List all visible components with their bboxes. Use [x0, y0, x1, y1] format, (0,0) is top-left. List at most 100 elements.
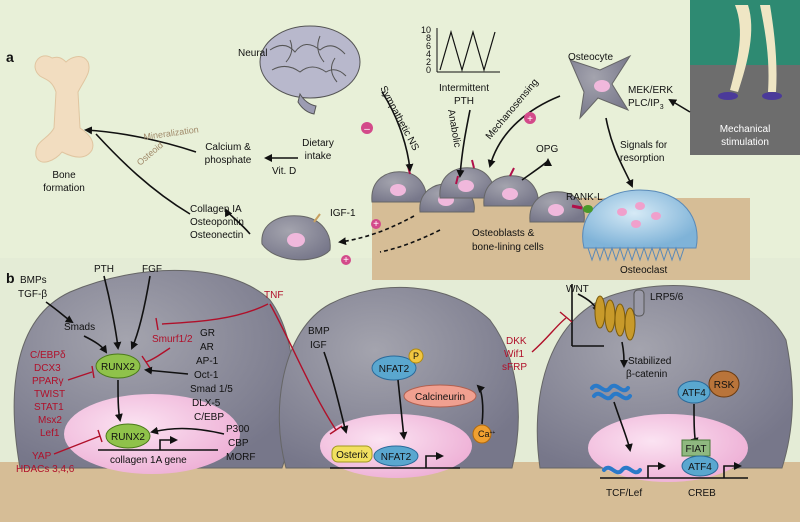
brain-icon — [259, 25, 361, 115]
panel-a-label: a — [6, 49, 14, 65]
inhibitors-list: DKK Wif1 sFRP — [502, 336, 527, 373]
mechanical-to-osteocyte-arrow — [668, 98, 691, 113]
beta-catenin-icon — [590, 383, 632, 401]
tick-2: 2 — [426, 57, 431, 67]
wnt-label: WNT — [566, 284, 589, 295]
shoe-icon — [718, 92, 738, 100]
wnt-inhibit — [531, 311, 573, 353]
fiat-label: FIAT — [686, 444, 707, 455]
plus-badge — [524, 112, 536, 124]
tick-4: 4 — [426, 49, 431, 59]
repressor-1: DCX3 — [34, 363, 61, 374]
stabilized-label-1: Stabilized — [628, 356, 671, 367]
creb-label: CREB — [688, 488, 716, 499]
hdacs-label: HDACs 3,4,6 — [16, 464, 75, 475]
intermittent-label: Intermittent — [439, 83, 489, 94]
minus-badge — [361, 122, 373, 134]
calcineurin-label: Calcineurin — [415, 392, 465, 403]
anabolic-arrow — [456, 109, 471, 178]
activator-2: AP-1 — [196, 356, 219, 367]
tick-6: 6 — [426, 41, 431, 51]
tick-8: 8 — [426, 33, 431, 43]
nfat2-nuclear-arrow — [397, 379, 408, 440]
phosphate-badge — [408, 348, 424, 364]
osteocyte-label: Osteocyte — [568, 52, 613, 63]
activator-0: GR — [200, 328, 215, 339]
atf4-label: ATF4 — [682, 388, 706, 399]
repressor-4: STAT1 — [34, 402, 64, 413]
osteoblasts-label-2: bone-lining cells — [472, 242, 544, 253]
osteonectin-label: Osteonectin — [190, 230, 243, 241]
activators-list: GR AR AP-1 Oct-1 Smad 1/5 DLX-5 C/EBP — [190, 328, 233, 423]
ca-label: Ca++ — [478, 429, 495, 439]
activator-5: DLX-5 — [192, 398, 221, 409]
fgf-label: FGF — [142, 264, 162, 275]
signals-label-1: Signals for — [620, 140, 668, 151]
bone-formation-label-1: Bone — [52, 170, 76, 181]
tnf-label: TNF — [264, 290, 283, 301]
transcription-arrow-3b — [723, 462, 742, 478]
igf-dashed-arrow-2 — [379, 229, 441, 253]
dietary-label-1: Dietary — [302, 138, 334, 149]
mechanosensing-arrow — [487, 95, 561, 168]
nfat2-nuc-label: NFAT2 — [381, 452, 412, 463]
osteoblast-row — [371, 159, 593, 223]
opg-arrow — [521, 158, 552, 181]
coactivator-0: P300 — [226, 424, 250, 435]
transcription-arrow-2 — [425, 452, 444, 468]
mineralization-arrow — [84, 126, 197, 153]
yap-inhibit — [53, 429, 103, 455]
activator-3: Oct-1 — [194, 370, 219, 381]
plus-sign: + — [527, 114, 533, 125]
dkk-label: DKK — [506, 336, 527, 347]
repressor-inhibit — [67, 365, 95, 381]
repressors-list: C/EBPδ DCX3 PPARγ TWIST STAT1 Msx2 Lef1 — [30, 350, 66, 439]
nfat2-nuclear-protein — [373, 445, 419, 467]
runx2-protein — [95, 353, 141, 379]
plc-label: PLC/IP3 — [628, 98, 664, 111]
opg-label: OPG — [536, 144, 558, 155]
runx2-label: RUNX2 — [101, 362, 135, 373]
rsk-protein — [708, 370, 740, 398]
p-label: P — [413, 351, 419, 361]
intermittent-pth-graph: 10 8 6 4 2 0 — [421, 25, 500, 75]
osteoprogenitor-cell — [261, 213, 331, 261]
calcium-label-2: phosphate — [205, 155, 252, 166]
igf-label: IGF — [310, 340, 327, 351]
cell-3 — [536, 285, 793, 469]
sympathetic-arrow — [381, 91, 414, 172]
calcium-label-1: Calcium & — [205, 142, 251, 153]
osteoid-curve — [95, 133, 191, 215]
wif-label: Wif1 — [504, 349, 524, 360]
pth-label-a: PTH — [454, 96, 474, 107]
bmps-label: BMPs — [20, 275, 47, 286]
calcineurin-protein — [403, 384, 477, 408]
activators-arrow — [144, 366, 189, 375]
fgf-arrow — [130, 275, 151, 350]
repressor-6: Lef1 — [40, 428, 60, 439]
osterix-protein — [331, 445, 373, 463]
igf-dashed-arrow-1 — [338, 215, 415, 246]
activator-6: C/EBP — [194, 412, 224, 423]
collagen-gene-label: collagen 1A gene — [110, 455, 187, 466]
rankl-label: RANK-L — [566, 192, 603, 203]
plus-badge-igf-2 — [341, 255, 351, 265]
bmps-arrow — [45, 301, 74, 324]
activator-4: Smad 1/5 — [190, 384, 233, 395]
minus-sign: – — [364, 124, 370, 135]
tgfb-label: TGF-β — [18, 289, 47, 300]
neural-label: Neural — [238, 48, 267, 59]
runx2-nuclear-protein — [105, 423, 151, 449]
panel-b-label: b — [6, 270, 15, 286]
igf1-label: IGF-1 — [330, 208, 356, 219]
repressor-3: TWIST — [34, 389, 65, 400]
coactivators-list: P300 CBP MORF — [226, 424, 255, 463]
osteocyte-cell — [569, 54, 632, 120]
repressor-5: Msx2 — [38, 415, 62, 426]
mechanical-label-2: stimulation — [721, 137, 769, 148]
receptor-bracket — [571, 284, 604, 347]
vitd-label: Vit. D — [272, 166, 296, 177]
mechanical-stimulation-box: Mechanical stimulation — [690, 0, 800, 155]
atf4-nuc-label: ATF4 — [688, 462, 712, 473]
